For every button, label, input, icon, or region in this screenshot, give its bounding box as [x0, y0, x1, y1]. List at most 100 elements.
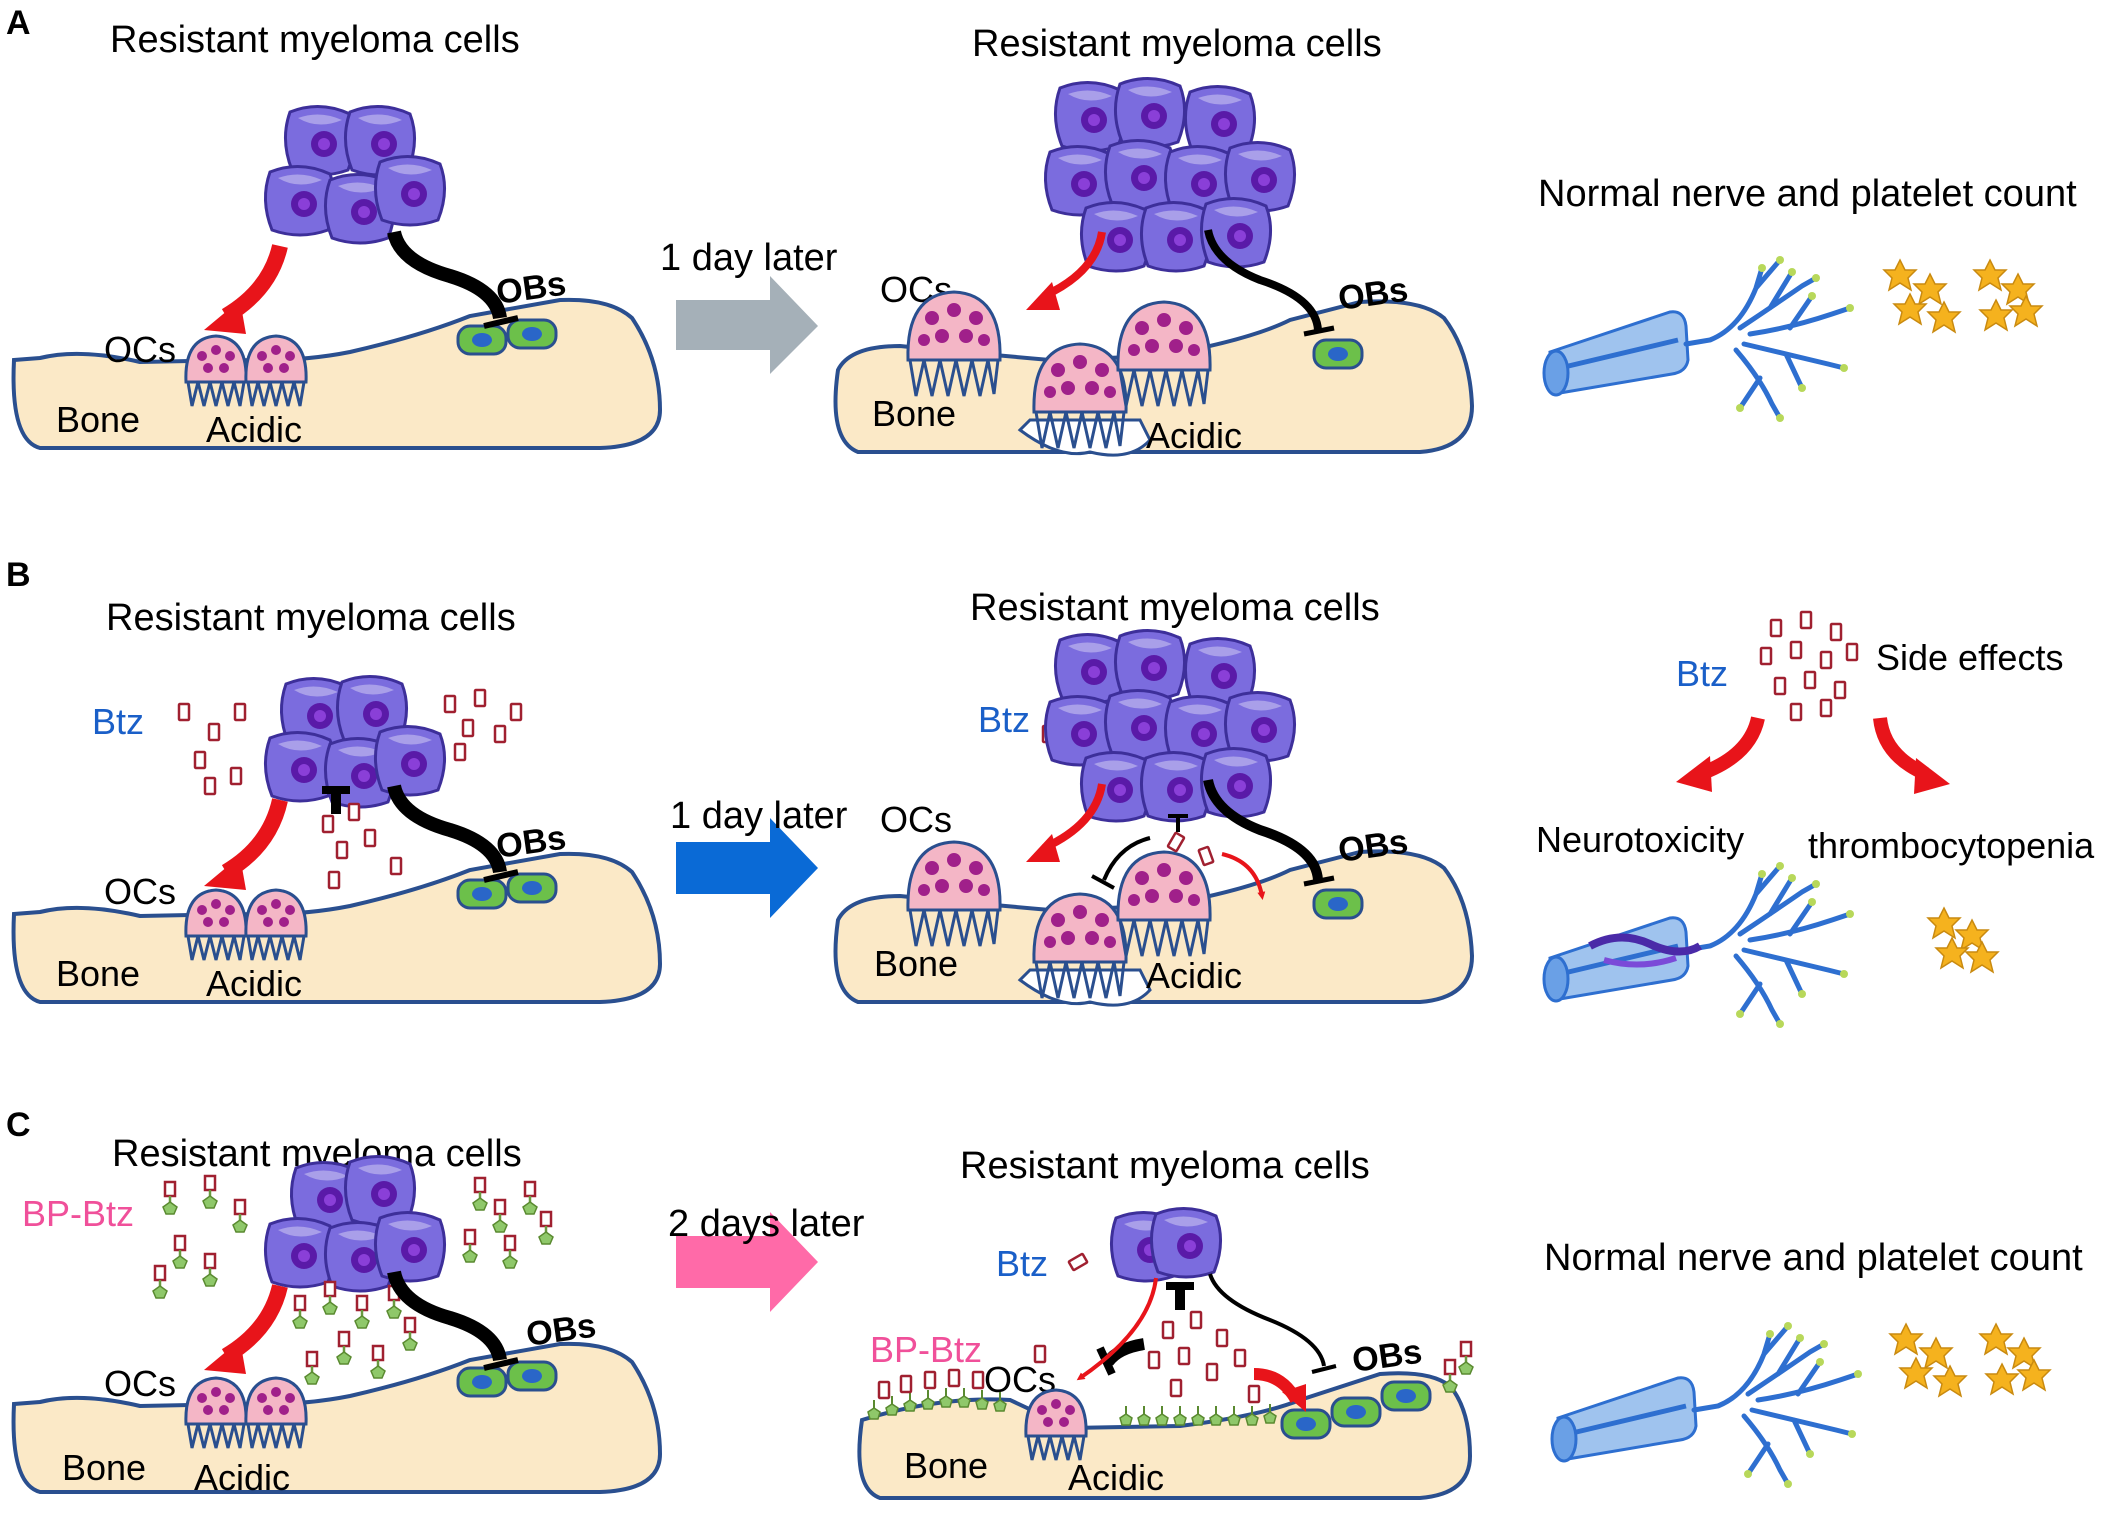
- panel-c-time-label: 2 days later: [668, 1203, 865, 1245]
- stimulation-arrow-head: [1026, 834, 1060, 862]
- panel-a-middle-scene: Resistant myeloma cells Bone Acidic OCs …: [833, 23, 1475, 457]
- time-arrow-blue: [676, 818, 818, 918]
- osteoclasts-label: OCs: [104, 329, 176, 370]
- panel-b-right-scene: Btz Side effects Neurotoxicity thrombocy…: [1536, 610, 2095, 1028]
- osteoblast-cell: [506, 318, 558, 350]
- platelets: [1889, 1323, 2051, 1397]
- stimulation-arrow-head: [204, 300, 246, 334]
- panel-b-time-label: 1 day later: [670, 795, 848, 837]
- panel-a-left-scene: Resistant myeloma cells Bone Acidic OCs …: [11, 19, 663, 450]
- inhibition-arrow: [1204, 229, 1322, 331]
- time-arrow-gray: [676, 276, 818, 374]
- bone-label: Bone: [872, 393, 956, 434]
- panel-c-right-scene: Normal nerve and platelet count: [1544, 1237, 2083, 1488]
- bone-label: Bone: [904, 1445, 988, 1486]
- panel-a-left-title: Resistant myeloma cells: [110, 19, 520, 61]
- panel-c-left-scene: Resistant myeloma cells BP-Btz Bone Acid…: [11, 1133, 663, 1498]
- thrombocytopenia-label: thrombocytopenia: [1808, 825, 2095, 866]
- bone-label: Bone: [56, 953, 140, 994]
- inhibition-bar: [483, 315, 519, 329]
- inhibition-arrow: [387, 1270, 507, 1362]
- inhibition-arrow: [1208, 1273, 1326, 1367]
- panel-a-right-title: Normal nerve and platelet count: [1538, 173, 2077, 215]
- osteoclasts-label: OCs: [880, 799, 952, 840]
- osteoblast-cell: [1312, 338, 1364, 370]
- btz-particle: [1197, 845, 1215, 867]
- myeloma-cluster: [263, 674, 447, 809]
- stimulation-arrow-head: [1026, 282, 1060, 310]
- osteoblast-cell: [1330, 1396, 1382, 1428]
- osteoclasts-label: OCs: [104, 1363, 176, 1404]
- myeloma-cluster: [263, 104, 447, 245]
- bone-label: Bone: [62, 1447, 146, 1488]
- btz-particles: [1759, 610, 1859, 722]
- inhibition-arrow: [387, 784, 507, 874]
- inhibition-arrow: [1203, 778, 1323, 881]
- stimulation-arrow-head: [204, 856, 246, 890]
- osteoblast-cell: [456, 1366, 508, 1398]
- inhibition-bar: [483, 869, 519, 883]
- acidic-label: Acidic: [1068, 1457, 1164, 1498]
- inhibition-arrow: [1102, 836, 1151, 881]
- btz-particle: [1166, 831, 1186, 853]
- btz-particles: [1033, 1310, 1261, 1404]
- time-arrow-pink: [676, 1212, 818, 1312]
- inhibition-bar: [1091, 874, 1115, 890]
- stimulation-arrow-head: [204, 1340, 246, 1374]
- inhibition-bar: [1311, 1364, 1337, 1374]
- acidic-label: Acidic: [206, 409, 302, 450]
- btz-label: Btz: [978, 699, 1030, 740]
- inhibition-bar: [1303, 875, 1335, 887]
- stimulation-arrow: [1076, 1277, 1158, 1381]
- panel-c-right-title: Normal nerve and platelet count: [1544, 1237, 2083, 1279]
- platelets: [1883, 259, 2043, 333]
- panel-c-letter: C: [6, 1106, 31, 1144]
- inhibition-bar: [1303, 325, 1335, 337]
- panel-a-letter: A: [6, 4, 31, 42]
- btz-label: Btz: [1676, 653, 1728, 694]
- damaged-nerve: [1544, 862, 1854, 1028]
- healthy-nerve: [1552, 1322, 1862, 1488]
- healthy-nerve: [1544, 256, 1854, 422]
- acidic-label: Acidic: [1146, 415, 1242, 456]
- osteoblast-cell: [506, 872, 558, 904]
- panel-b-letter: B: [6, 556, 31, 594]
- bone-label: Bone: [56, 399, 140, 440]
- stimulation-arrow-head: [1676, 756, 1712, 792]
- panel-b-left-title: Resistant myeloma cells: [106, 597, 516, 639]
- stimulation-arrow: [1221, 852, 1266, 900]
- osteoblast-cell: [456, 878, 508, 910]
- stimulation-arrow-head: [1282, 1384, 1306, 1412]
- osteoblast-cell: [456, 324, 508, 356]
- panel-c-middle-title: Resistant myeloma cells: [960, 1145, 1370, 1187]
- osteoblast-cell: [1312, 888, 1364, 920]
- stimulation-arrow-head: [1914, 758, 1950, 794]
- osteoblast-cell: [506, 1360, 558, 1392]
- acidic-label: Acidic: [194, 1457, 290, 1498]
- panel-a-time-label: 1 day later: [660, 237, 838, 279]
- bp-btz-label: BP-Btz: [870, 1329, 982, 1370]
- panel-b-middle-title: Resistant myeloma cells: [970, 587, 1380, 629]
- inhibition-bar: [483, 1357, 519, 1371]
- osteoblast-cell: [1280, 1408, 1332, 1440]
- btz-particle: [1067, 1252, 1089, 1272]
- myeloma-cluster: [1043, 76, 1297, 273]
- bone-shape: [857, 1371, 1473, 1500]
- bone-label: Bone: [874, 943, 958, 984]
- panel-b-left-scene: Resistant myeloma cells Btz Bone Acidic …: [11, 597, 663, 1004]
- inhibition-arrow: [1103, 1338, 1146, 1366]
- osteoclasts-label: OCs: [104, 871, 176, 912]
- panel-b-middle-scene: Resistant myeloma cells Btz Bone Acidic …: [833, 587, 1475, 1007]
- acidic-label: Acidic: [1146, 955, 1242, 996]
- panel-c-middle-scene: Resistant myeloma cells Btz BP-Btz Bone …: [857, 1145, 1475, 1500]
- bp-btz-label: BP-Btz: [22, 1193, 134, 1234]
- inhibition-arrow: [387, 230, 507, 320]
- btz-label: Btz: [996, 1243, 1048, 1284]
- osteoblast-cell: [1380, 1380, 1432, 1412]
- neurotoxicity-label: Neurotoxicity: [1536, 819, 1744, 860]
- btz-label: Btz: [92, 701, 144, 742]
- bound-bp-ligands-middle: [1119, 1403, 1277, 1426]
- myeloma-cluster: [1043, 628, 1297, 823]
- platelets: [1927, 907, 1999, 973]
